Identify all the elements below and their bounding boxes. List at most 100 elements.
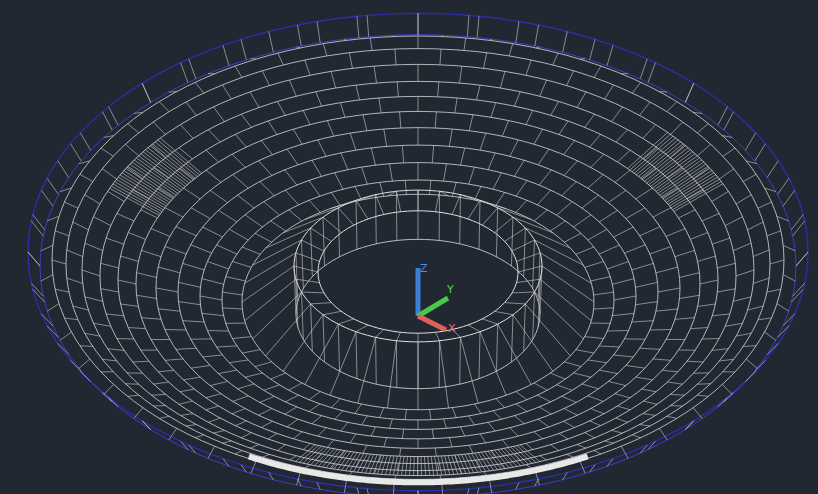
wire-segment [287, 149, 298, 165]
wire-segment [179, 401, 193, 404]
wire-segment [582, 195, 599, 208]
wireframe-lines [28, 13, 808, 494]
wire-segment [80, 371, 90, 381]
wire-segment [516, 392, 527, 400]
wire-segment [387, 191, 396, 196]
wire-segment [165, 247, 186, 254]
wire-segment [125, 144, 138, 155]
wire-segment [217, 245, 237, 254]
wire-segment [349, 53, 352, 69]
ring-edge [66, 49, 770, 480]
wire-segment [379, 98, 381, 113]
wire-segment [624, 245, 645, 253]
wire-segment [767, 289, 781, 292]
wire-segment [632, 435, 641, 438]
wire-segment [670, 177, 718, 206]
wire-segment [505, 303, 526, 304]
wire-segment [41, 245, 53, 251]
wire-segment [277, 445, 285, 451]
wire-segment [283, 217, 323, 233]
wire-segment [401, 456, 404, 475]
wire-segment [538, 419, 549, 427]
wire-segment [480, 332, 506, 396]
wire-segment [679, 210, 696, 218]
wire-segment [179, 302, 201, 305]
wire-segment [28, 252, 40, 266]
wire-segment [675, 250, 695, 256]
wire-segment [153, 405, 165, 406]
wire-segment [118, 280, 136, 284]
wire-segment [591, 154, 604, 167]
wire-segment [605, 85, 614, 99]
wire-segment [467, 15, 469, 36]
wire-segment [296, 46, 300, 48]
wire-segment [673, 181, 722, 209]
wire-segment [181, 441, 188, 449]
wire-segment [155, 142, 197, 177]
wire-segment [245, 253, 296, 283]
wire-segment [202, 313, 224, 315]
wire-segment [599, 210, 617, 221]
wire-segment [644, 401, 658, 404]
wire-segment [526, 465, 531, 468]
wire-segment [142, 83, 150, 102]
wire-segment [666, 173, 714, 203]
wire-segment [208, 130, 220, 142]
wire-segment [55, 231, 69, 236]
wire-segment [117, 213, 134, 221]
wire-segment [460, 337, 478, 403]
wire-segment [526, 60, 531, 75]
wire-segment [722, 136, 732, 138]
wire-segment [526, 110, 533, 124]
wire-segment [358, 337, 376, 403]
wire-segment [538, 253, 540, 301]
wire-segment [322, 449, 337, 467]
wire-segment [665, 170, 712, 200]
wire-segment [191, 338, 212, 339]
wire-segment [690, 232, 707, 239]
wire-segment [396, 191, 397, 240]
wire-segment [614, 227, 634, 237]
wire-segment [755, 360, 766, 371]
wire-segment [702, 338, 719, 339]
wire-segment [641, 144, 684, 178]
wire-segment [128, 166, 175, 197]
wire-segment [235, 421, 246, 426]
wire-segment [241, 39, 246, 60]
wire-segment [469, 416, 475, 425]
wire-segment [365, 454, 373, 473]
wire-segment [697, 144, 710, 155]
wire-segment [608, 381, 625, 385]
wire-segment [121, 256, 139, 261]
wire-segment [102, 112, 112, 130]
wire-segment [118, 177, 166, 206]
wire-segment [467, 489, 469, 494]
wire-segment [736, 270, 754, 276]
wire-segment [783, 190, 795, 206]
wire-segment [656, 309, 678, 311]
wire-segment [141, 350, 158, 351]
wire-segment [452, 195, 460, 215]
wire-segment [208, 446, 215, 458]
wire-segment [626, 365, 645, 368]
wire-segment [636, 140, 678, 175]
wire-segment [632, 321, 654, 322]
wire-segment [510, 140, 518, 156]
wire-segment [259, 409, 272, 416]
wire-segment [542, 266, 594, 302]
wire-segment [793, 221, 805, 236]
wire-segment [536, 46, 540, 48]
wire-segment [535, 25, 539, 46]
wire-segment [283, 315, 323, 371]
wire-segment [151, 394, 165, 396]
wire-segment [693, 372, 709, 373]
wire-segment [477, 488, 479, 494]
wire-segment [213, 430, 224, 433]
wire-segment [452, 408, 456, 418]
wire-segment [367, 15, 369, 36]
wire-segment [557, 385, 573, 391]
wire-segment [208, 73, 215, 74]
wire-segment [460, 66, 462, 83]
wire-segment [491, 451, 505, 469]
wire-segment [638, 142, 680, 177]
